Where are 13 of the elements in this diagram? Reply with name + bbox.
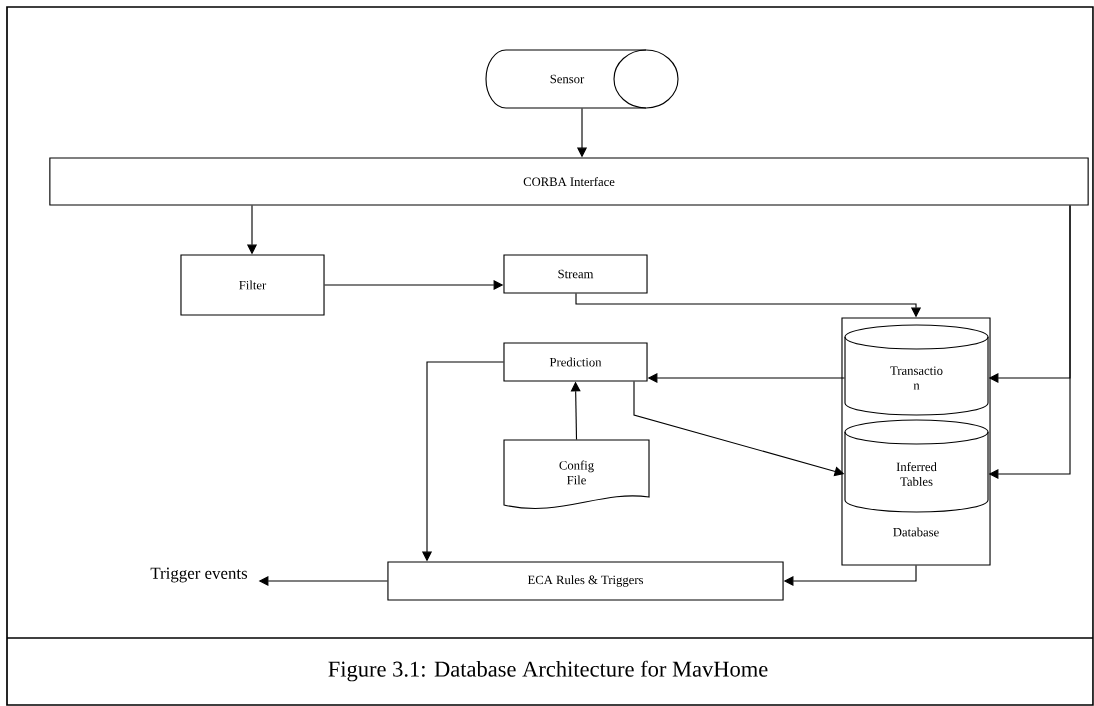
process-box: Prediction: [503, 342, 648, 382]
process-box: ECA Rules & Triggers: [387, 561, 784, 601]
node-label: Sensor: [550, 74, 585, 84]
node-label: Inferred Tables: [896, 462, 937, 486]
table-cylinder: Inferred Tables: [844, 419, 989, 513]
sensor-cylinder: Sensor: [485, 49, 679, 109]
output-label: Trigger events: [150, 567, 248, 583]
figure-caption: Figure 3.1: Database Architecture for MavHome: [328, 660, 768, 682]
process-box: CORBA Interface: [49, 157, 1089, 206]
table-cylinder: Transactio n: [844, 324, 989, 416]
process-box: Filter: [180, 254, 325, 316]
process-box: Stream: [503, 254, 648, 294]
node-label: Transactio n: [890, 366, 943, 390]
